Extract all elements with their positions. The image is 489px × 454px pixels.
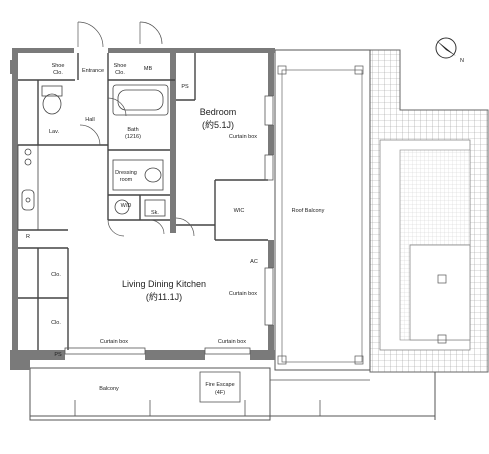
toilet-fixtures	[41, 85, 63, 115]
bath-fixtures	[112, 84, 169, 217]
windows	[64, 95, 274, 355]
bath-size: (1216)	[125, 134, 141, 140]
entrance-label: Entrance	[82, 68, 104, 74]
balcony-label: Balcony	[99, 386, 119, 392]
interior-walls	[18, 53, 268, 350]
roof-balcony-label: Roof Balcony	[292, 208, 325, 214]
fire-escape-line1: Fire Escape	[205, 382, 234, 388]
roof-balcony-tiles	[369, 49, 489, 373]
ldk-name: Living Dining Kitchen	[122, 279, 206, 289]
ps-top-label: PS	[181, 84, 189, 90]
dressing-line1: Dressing	[115, 170, 137, 176]
room-labels: Shoe Clo. Entrance Shoe Clo. MB PS Bedro…	[26, 63, 325, 396]
shoe-clo-left-line2: Clo.	[53, 70, 63, 76]
north-arrow-icon	[436, 40, 456, 56]
shoe-clo-right-line1: Shoe	[114, 63, 127, 69]
r-label: R	[26, 234, 30, 240]
balcony-area	[29, 367, 436, 421]
fire-escape-line2: (4F)	[215, 390, 225, 396]
shoe-clo-left-line1: Shoe	[52, 63, 65, 69]
bath-name: Bath	[127, 127, 138, 133]
roof-balcony-area	[274, 49, 447, 371]
clo-lower-label: Clo.	[51, 320, 61, 326]
curtain-box-ldk-right: Curtain box	[229, 291, 257, 297]
sk-label: Sk.	[151, 210, 159, 216]
bedroom-size: (約5.1J)	[202, 119, 234, 130]
clo-upper-label: Clo.	[51, 272, 61, 278]
compass-letter: N	[460, 58, 464, 64]
ps-bottom-label: PS	[54, 352, 62, 358]
curtain-box-bottom-right: Curtain box	[218, 339, 246, 345]
curtain-box-bottom-left: Curtain box	[100, 339, 128, 345]
wd-label: W/D	[121, 203, 132, 209]
bedroom-name: Bedroom	[200, 107, 237, 117]
exterior-walls	[10, 48, 275, 370]
mb-label: MB	[144, 66, 153, 72]
kitchen-counter	[17, 144, 39, 231]
shoe-clo-right-line2: Clo.	[115, 70, 125, 76]
doors	[77, 21, 195, 237]
wic-label: WIC	[234, 208, 245, 214]
lav-label: Lav.	[49, 129, 59, 135]
curtain-box-bedroom: Curtain box	[229, 134, 257, 140]
ldk-size: (約11.1J)	[146, 291, 182, 302]
ac-label: AC	[250, 259, 258, 265]
compass: N	[435, 37, 464, 64]
dressing-line2: room	[120, 177, 133, 183]
hall-label: Hall	[85, 117, 94, 123]
